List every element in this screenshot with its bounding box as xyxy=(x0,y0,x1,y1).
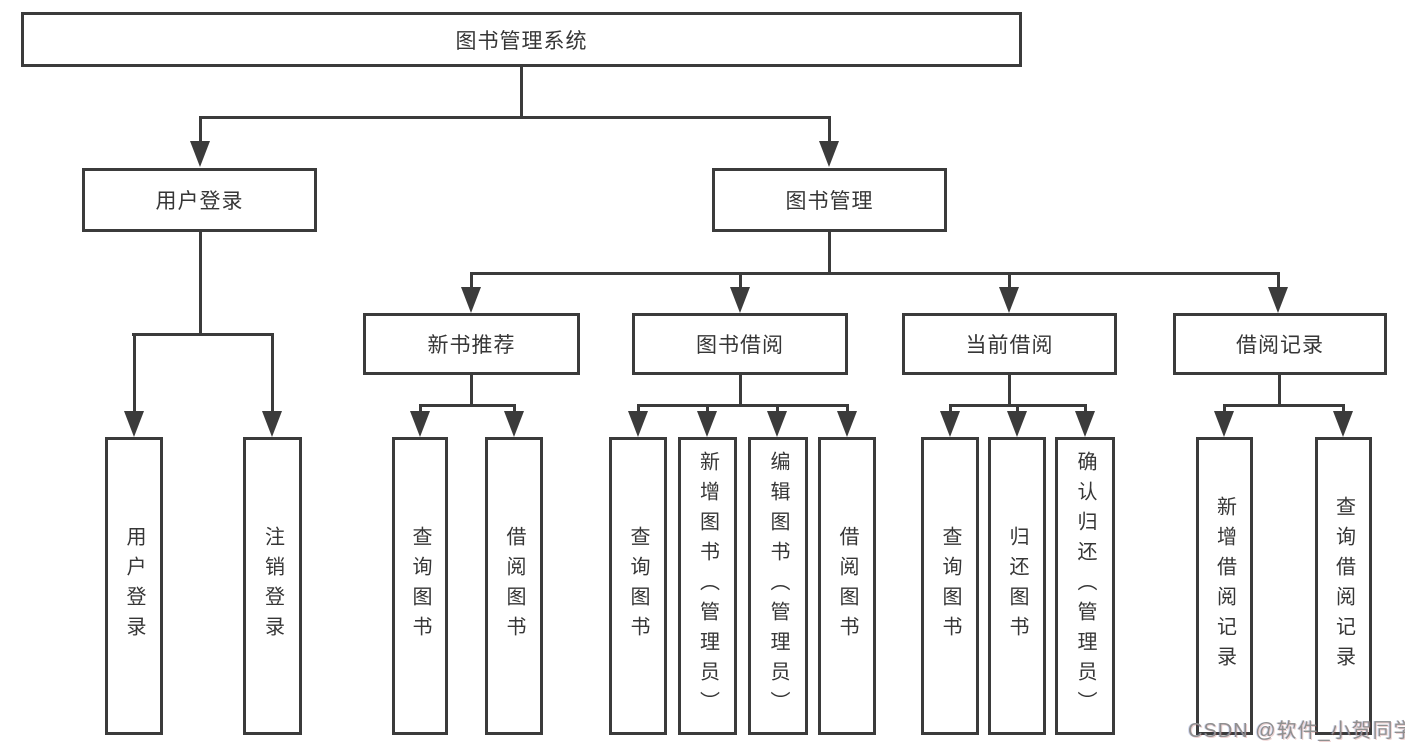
edge-cat1-stem xyxy=(470,272,473,292)
leaf-br-add-record-label: 新增借阅记录 xyxy=(1213,496,1236,676)
edge-book-mgmt-split-line xyxy=(470,272,1280,275)
arrowhead-cat-new-book xyxy=(461,287,481,313)
edge-cat2-stem xyxy=(739,272,742,292)
edge-cat4-down xyxy=(1278,375,1281,407)
leaf-cb-query-book-label: 查询图书 xyxy=(939,526,961,646)
edge-cat4-split-line xyxy=(1223,404,1345,407)
node-book-mgmt: 图书管理 xyxy=(712,168,947,232)
node-book-borrow-label: 图书借阅 xyxy=(696,334,784,357)
node-book-mgmt-label: 图书管理 xyxy=(785,190,874,213)
leaf-bb-query-book-label: 查询图书 xyxy=(627,526,649,646)
edge-leaf-stem xyxy=(1084,404,1087,416)
node-new-book-rec: 新书推荐 xyxy=(363,313,580,375)
arrowhead-leaf-cb-return xyxy=(1007,411,1027,437)
edge-leaf-stem xyxy=(637,404,640,416)
edge-user-login-stem xyxy=(199,116,202,146)
edge-leaf-stem xyxy=(776,404,779,416)
edge-book-mgmt-stem xyxy=(828,116,831,146)
leaf-user-login-label: 用户登录 xyxy=(123,526,145,646)
leaf-logout: 注销登录 xyxy=(243,437,302,735)
leaf-bb-borrow-book-label: 借阅图书 xyxy=(836,526,858,646)
arrowhead-leaf-nbr-borrow xyxy=(504,411,524,437)
leaf-br-query-record: 查询借阅记录 xyxy=(1315,437,1372,735)
leaf-cb-confirm-return: 确认归还（管理员） xyxy=(1055,437,1115,735)
edge-cat1-down xyxy=(470,375,473,407)
node-borrow-record-label: 借阅记录 xyxy=(1236,334,1324,357)
edge-leaf-logout-stem xyxy=(271,333,274,415)
arrowhead-leaf-br-add xyxy=(1214,411,1234,437)
edge-cat3-down xyxy=(1008,375,1011,407)
arrowhead-leaf-br-query xyxy=(1333,411,1353,437)
edge-cat4-stem xyxy=(1277,272,1280,292)
edge-cat2-split-line xyxy=(637,404,849,407)
edge-book-mgmt-down xyxy=(828,232,831,275)
edge-leaf-stem xyxy=(419,404,422,416)
edge-leaf-stem xyxy=(1223,404,1226,416)
edge-cat3-stem xyxy=(1008,272,1011,292)
arrowhead-cat-book-borrow xyxy=(730,287,750,313)
edge-leaf-stem xyxy=(846,404,849,416)
edge-leaf-stem xyxy=(706,404,709,416)
arrowhead-leaf-cb-query xyxy=(940,411,960,437)
node-current-borrow-label: 当前借阅 xyxy=(965,334,1054,357)
leaf-bb-edit-book-label: 编辑图书（管理员） xyxy=(767,451,789,721)
node-current-borrow: 当前借阅 xyxy=(902,313,1117,375)
node-new-book-rec-label: 新书推荐 xyxy=(427,334,516,357)
arrowhead-leaf-login xyxy=(124,411,144,437)
leaf-br-query-record-label: 查询借阅记录 xyxy=(1332,496,1355,676)
arrowhead-cat-current-borrow xyxy=(999,287,1019,313)
leaf-nbr-borrow-book-label: 借阅图书 xyxy=(503,526,525,646)
leaf-br-add-record: 新增借阅记录 xyxy=(1196,437,1253,735)
leaf-nbr-query-book: 查询图书 xyxy=(392,437,448,735)
leaf-bb-borrow-book: 借阅图书 xyxy=(818,437,876,735)
edge-leaf-stem xyxy=(513,404,516,416)
edge-root-split-line xyxy=(199,116,831,119)
arrowhead-leaf-bb-query xyxy=(628,411,648,437)
edge-user-login-down xyxy=(199,232,202,336)
arrowhead-book-mgmt xyxy=(819,141,839,167)
arrowhead-leaf-nbr-query xyxy=(410,411,430,437)
leaf-bb-add-book-label: 新增图书（管理员） xyxy=(696,451,719,721)
node-user-login: 用户登录 xyxy=(82,168,317,232)
leaf-bb-add-book: 新增图书（管理员） xyxy=(678,437,737,735)
node-root: 图书管理系统 xyxy=(21,12,1022,67)
leaf-cb-return-book: 归还图书 xyxy=(988,437,1046,735)
edge-leaf-stem xyxy=(1016,404,1019,416)
leaf-nbr-query-book-label: 查询图书 xyxy=(409,526,431,646)
edge-root-stem xyxy=(520,67,523,119)
edge-leaf-stem xyxy=(1342,404,1345,416)
leaf-cb-query-book: 查询图书 xyxy=(921,437,979,735)
node-book-borrow: 图书借阅 xyxy=(632,313,848,375)
arrowhead-leaf-bb-borrow xyxy=(837,411,857,437)
leaf-nbr-borrow-book: 借阅图书 xyxy=(485,437,543,735)
arrowhead-leaf-logout xyxy=(262,411,282,437)
leaf-cb-confirm-return-label: 确认归还（管理员） xyxy=(1074,451,1096,721)
arrowhead-leaf-cb-confirm xyxy=(1075,411,1095,437)
arrowhead-user-login xyxy=(190,141,210,167)
leaf-user-login: 用户登录 xyxy=(105,437,163,735)
leaf-logout-label: 注销登录 xyxy=(261,526,284,646)
arrowhead-leaf-bb-edit xyxy=(767,411,787,437)
leaf-cb-return-book-label: 归还图书 xyxy=(1006,526,1028,646)
edge-user-login-split-line xyxy=(132,333,273,336)
arrowhead-cat-borrow-record xyxy=(1268,287,1288,313)
arrowhead-leaf-bb-add xyxy=(697,411,717,437)
leaf-bb-query-book: 查询图书 xyxy=(609,437,667,735)
leaf-bb-edit-book: 编辑图书（管理员） xyxy=(748,437,808,735)
node-root-label: 图书管理系统 xyxy=(455,29,588,53)
edge-cat2-down xyxy=(739,374,742,407)
edge-cat1-split-line xyxy=(419,404,516,407)
node-user-login-label: 用户登录 xyxy=(155,190,244,213)
csdn-watermark: CSDN @软件_小贺同学 xyxy=(1188,720,1405,742)
node-borrow-record: 借阅记录 xyxy=(1173,313,1387,375)
edge-leaf-login-stem xyxy=(133,333,136,415)
edge-leaf-stem xyxy=(949,404,952,416)
